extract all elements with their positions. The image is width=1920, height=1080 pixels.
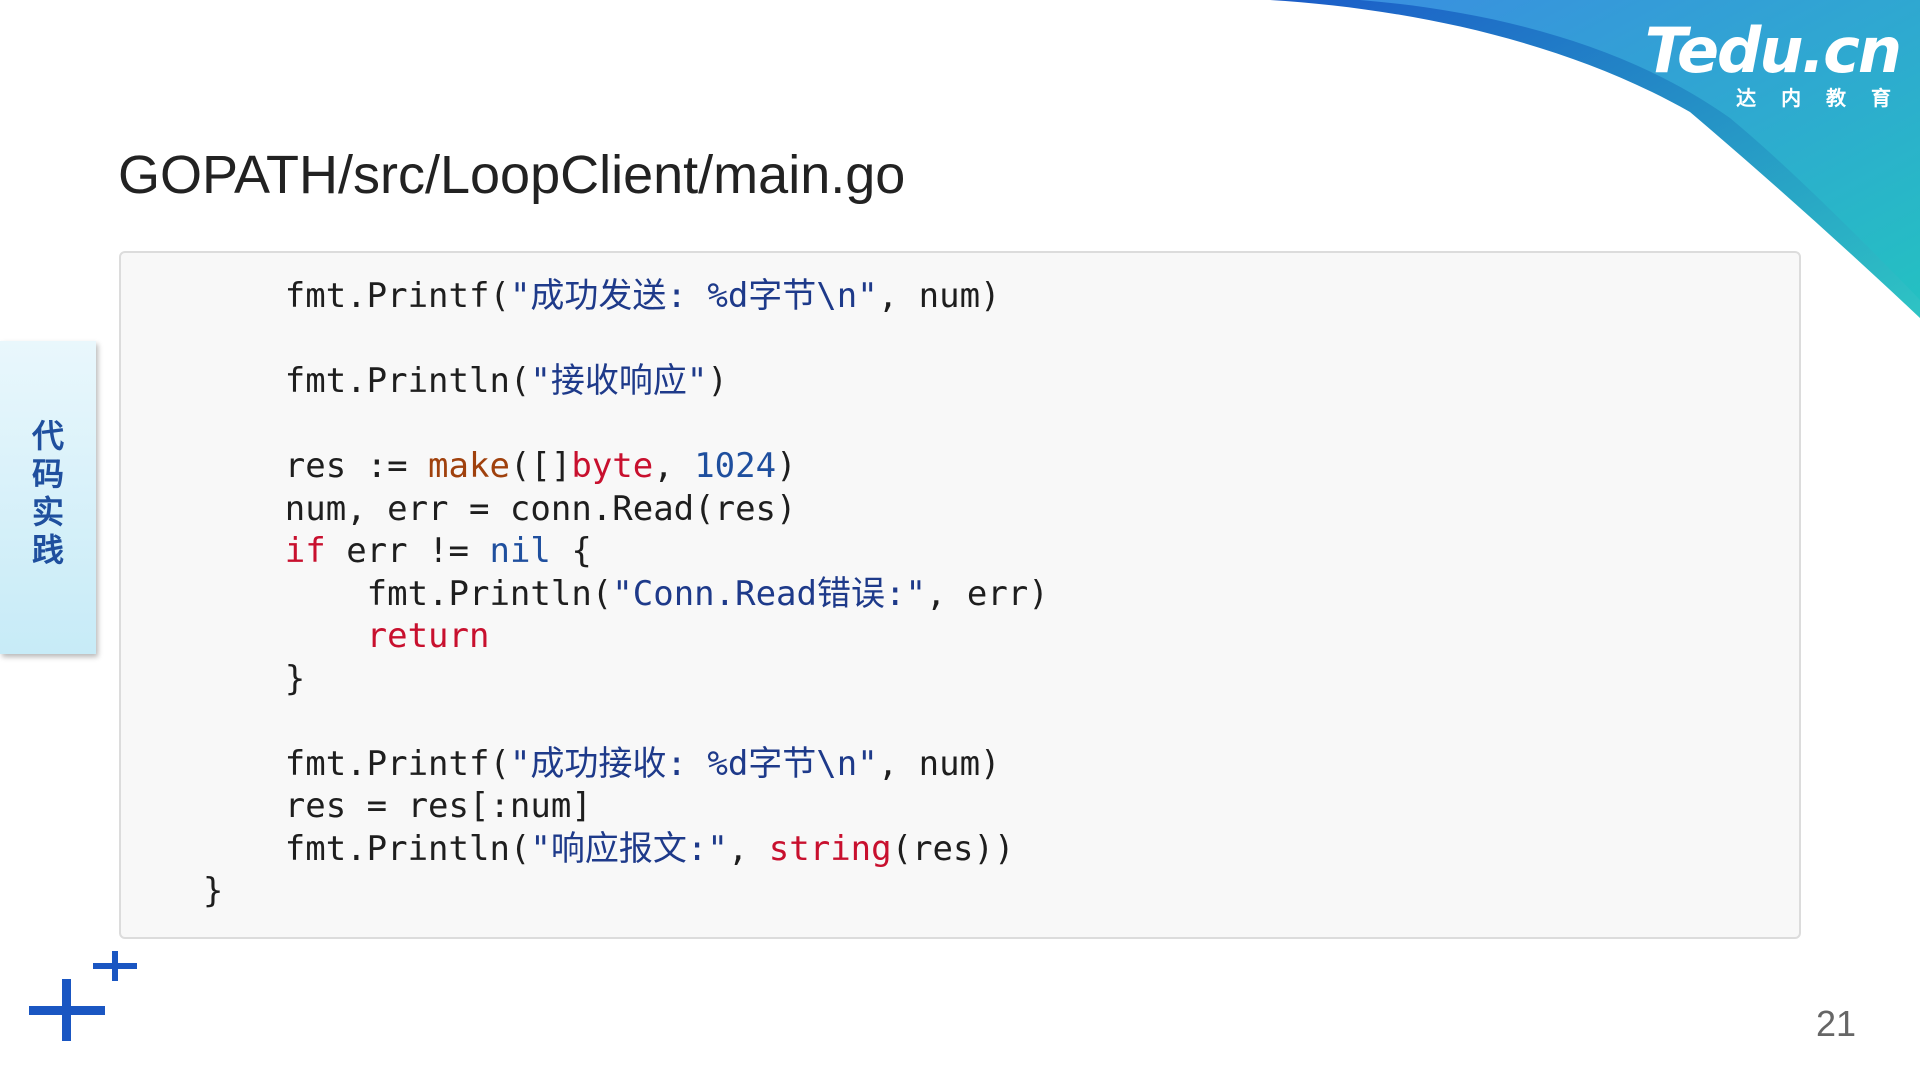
code-token: "响应报文:"	[530, 828, 728, 869]
code-token: fmt.Printf(	[121, 743, 510, 784]
code-line: res := make([]byte, 1024)	[121, 445, 1799, 488]
code-token: fmt.Println(	[121, 828, 531, 869]
code-token: return	[366, 616, 490, 656]
code-token: ([]	[509, 446, 572, 486]
code-token: "成功接收: %d字节\n"	[509, 743, 878, 784]
code-token: }	[121, 871, 224, 911]
tedu-logo: Tedu.cn 达 内 教 育	[1600, 14, 1902, 118]
code-token: fmt.Println(	[121, 361, 531, 401]
small-plus-icon	[93, 951, 137, 981]
code-token: , num)	[877, 276, 1001, 316]
side-tab-label: 代码实践	[27, 419, 65, 571]
code-token: fmt.Printf(	[121, 276, 510, 316]
code-token: byte	[571, 446, 654, 486]
code-line: num, err = conn.Read(res)	[121, 488, 1799, 531]
code-token: res :=	[121, 446, 429, 486]
code-token	[121, 531, 285, 571]
logo-subtext: 达 内 教 育	[1736, 86, 1900, 110]
code-token: err !=	[325, 531, 490, 571]
code-line	[121, 318, 1799, 361]
code-token: "Conn.Read错误:"	[612, 573, 926, 614]
code-token: "成功发送: %d字节\n"	[509, 276, 878, 316]
code-token: nil	[489, 531, 551, 571]
code-token: make	[428, 446, 510, 486]
code-line: res = res[:num]	[121, 785, 1799, 828]
large-plus-icon	[29, 979, 105, 1041]
side-tab: 代码实践	[0, 341, 96, 654]
code-token: , err)	[925, 573, 1049, 614]
code-token: "接收响应"	[530, 361, 708, 401]
code-line: fmt.Println("响应报文:", string(res))	[121, 828, 1799, 871]
slide-title: GOPATH/src/LoopClient/main.go	[118, 145, 906, 205]
code-line: fmt.Println("接收响应")	[121, 360, 1799, 403]
code-token: )	[776, 446, 797, 486]
code-token: ,	[653, 446, 695, 486]
page-number: 21	[1815, 1003, 1856, 1044]
code-line: fmt.Printf("成功发送: %d字节\n", num)	[121, 275, 1799, 318]
code-token: num, err = conn.Read(res)	[121, 488, 797, 529]
code-token: {	[550, 531, 592, 571]
logo-wordmark: Tedu.cn	[1644, 14, 1902, 87]
code-token: fmt.Println(	[121, 573, 613, 614]
code-line: }	[121, 658, 1799, 701]
code-line	[121, 403, 1799, 446]
code-line: }	[121, 870, 1799, 913]
code-line: fmt.Println("Conn.Read错误:", err)	[121, 573, 1799, 616]
code-token: if	[284, 531, 326, 571]
code-line	[121, 700, 1799, 743]
code-token	[121, 616, 367, 656]
code-line: return	[121, 615, 1799, 658]
code-token: }	[121, 658, 306, 699]
code-token: , num)	[877, 743, 1001, 784]
code-token: (res))	[891, 828, 1015, 869]
code-token: ,	[727, 828, 769, 869]
code-line: if err != nil {	[121, 530, 1799, 573]
code-content: fmt.Printf("成功发送: %d字节\n", num) fmt.Prin…	[121, 275, 1799, 913]
code-token: string	[768, 828, 892, 869]
code-block: fmt.Printf("成功发送: %d字节\n", num) fmt.Prin…	[119, 251, 1801, 939]
code-token: res = res[:num]	[121, 786, 592, 826]
code-line: fmt.Printf("成功接收: %d字节\n", num)	[121, 743, 1799, 786]
code-token: )	[707, 361, 728, 401]
code-token: 1024	[694, 446, 777, 486]
